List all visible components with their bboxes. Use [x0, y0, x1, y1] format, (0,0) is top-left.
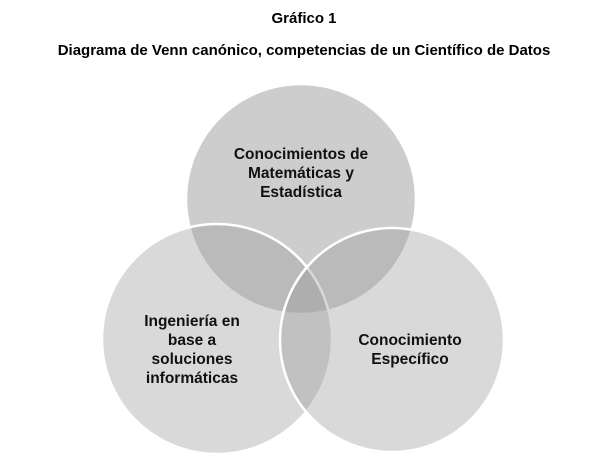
label-math-statistics: Conocimientos de Matemáticas y Estadísti… [201, 145, 401, 202]
label-line: Conocimiento [358, 332, 462, 349]
circle-math-statistics [184, 82, 418, 316]
figure-title: Diagrama de Venn canónico, competencias … [57, 42, 551, 59]
label-line: informáticas [145, 370, 239, 387]
label-line: base a [167, 332, 217, 349]
label-line: Específico [371, 351, 449, 368]
label-engineering: Ingeniería en base a soluciones informát… [112, 312, 272, 388]
label-line: soluciones [151, 351, 233, 368]
circle-engineering [100, 222, 334, 456]
label-line: Conocimientos de [233, 146, 369, 163]
label-line: Ingeniería en [144, 313, 240, 330]
label-domain-knowledge: Conocimiento Específico [330, 331, 490, 369]
label-line: Estadística [260, 184, 342, 201]
label-line: Matemáticas y [248, 165, 354, 182]
figure-number: Gráfico 1 [271, 10, 337, 27]
circle-domain-knowledge [278, 226, 506, 454]
